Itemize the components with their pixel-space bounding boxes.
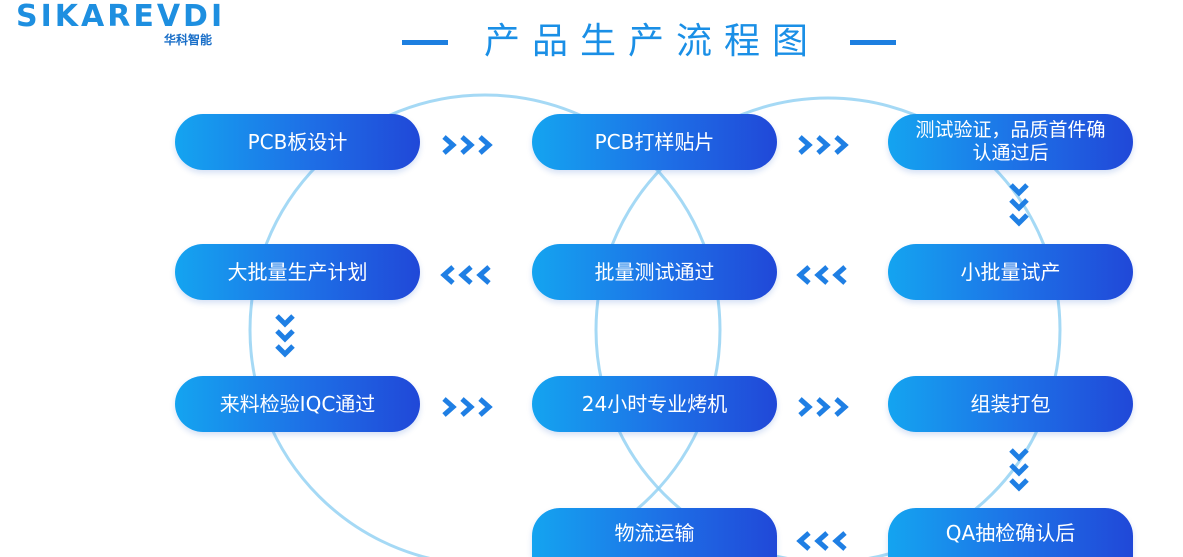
step-label: 批量测试通过 — [594, 260, 715, 284]
chevron-left-icon — [440, 265, 491, 285]
step-logistics: 物流运输 — [532, 508, 777, 557]
step-label: 24小时专业烤机 — [581, 392, 728, 416]
chevron-down-icon — [275, 314, 295, 358]
step-burn-in: 24小时专业烤机 — [532, 376, 777, 432]
step-label: 大批量生产计划 — [227, 260, 368, 284]
chevron-left-icon — [796, 265, 847, 285]
step-test-verify: 测试验证，品质首件确认通过后 — [888, 114, 1133, 170]
step-pcb-design: PCB板设计 — [175, 114, 420, 170]
step-label: 物流运输 — [614, 520, 695, 545]
brand-logo: SIKAREVDI 华科智能 — [16, 0, 222, 52]
step-batch-test: 批量测试通过 — [532, 244, 777, 300]
step-label: 测试验证，品质首件确认通过后 — [915, 119, 1106, 164]
title-text: 产品生产流程图 — [483, 21, 820, 62]
step-mass-plan: 大批量生产计划 — [175, 244, 420, 300]
title-dash-left — [402, 40, 448, 45]
chevron-down-icon — [1009, 183, 1029, 227]
circle-left — [248, 93, 722, 557]
step-label: 小批量试产 — [960, 260, 1061, 284]
chevron-down-icon — [1009, 448, 1029, 492]
step-label: QA抽检确认后 — [945, 520, 1076, 545]
chevron-right-icon — [442, 397, 493, 417]
step-qa: QA抽检确认后 — [888, 508, 1133, 557]
step-label: 来料检验IQC通过 — [219, 392, 376, 416]
step-label: PCB打样贴片 — [594, 130, 715, 154]
chevron-right-icon — [798, 135, 849, 155]
chevron-right-icon — [798, 397, 849, 417]
page-title: 产品生产流程图 — [402, 18, 902, 66]
circle-right — [594, 96, 1062, 557]
step-small-batch: 小批量试产 — [888, 244, 1133, 300]
step-iqc: 来料检验IQC通过 — [175, 376, 420, 432]
chevron-right-icon — [442, 135, 493, 155]
step-pcb-proof: PCB打样贴片 — [532, 114, 777, 170]
step-packing: 组装打包 — [888, 376, 1133, 432]
step-label: PCB板设计 — [247, 130, 348, 154]
title-dash-right — [850, 40, 896, 45]
chevron-left-icon — [796, 531, 847, 551]
logo-wordmark: SIKAREVDI — [16, 0, 226, 34]
step-label: 组装打包 — [970, 392, 1051, 416]
logo-subtitle: 华科智能 — [164, 33, 213, 47]
